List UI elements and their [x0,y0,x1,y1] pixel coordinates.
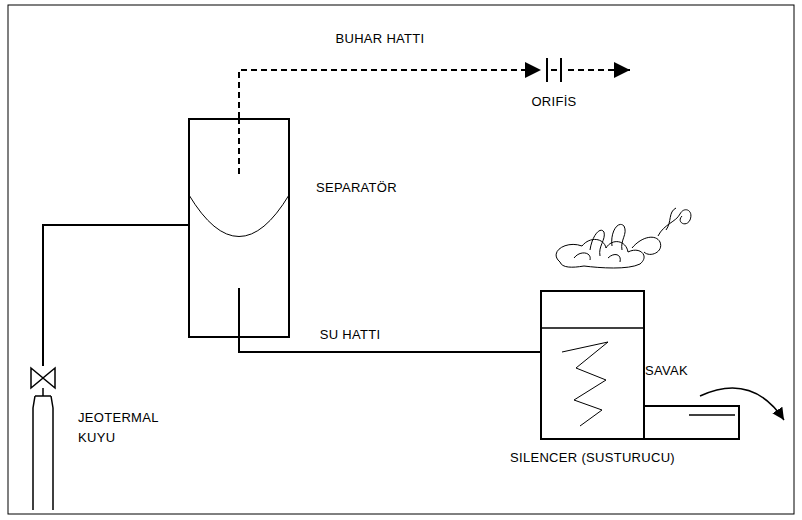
node-label: ORIFİS [509,94,599,110]
pipe-line [239,70,541,118]
silencer-tank: SILENCER (SUSTURUCU) [540,290,645,440]
sep-drawing [188,118,290,338]
sav-drawing [643,405,740,440]
geothermal-well: JEOTERMAL KUYU [28,366,58,512]
weir-box: SAVAK [643,405,740,440]
pipe-line [43,225,188,366]
node-label: SILENCER (SUSTURUCU) [490,450,695,466]
node-label: JEOTERMAL KUYU [78,408,173,448]
node-label: SAVAK [645,363,688,379]
node-label: SEPARATÖR [316,180,397,196]
orf-drawing [541,58,567,82]
separator-vessel: SEPARATÖR [188,118,290,338]
steam-cloud [556,208,691,268]
orifice-symbol: ORIFİS [541,58,567,82]
well-drawing [28,366,58,512]
line-label: SU HATTI [317,327,384,342]
sil-drawing [540,290,645,440]
steam-outlet-line [568,69,630,71]
line-label: BUHAR HATTI [332,31,427,46]
pipe-line [239,338,540,352]
frame-border [8,5,794,514]
